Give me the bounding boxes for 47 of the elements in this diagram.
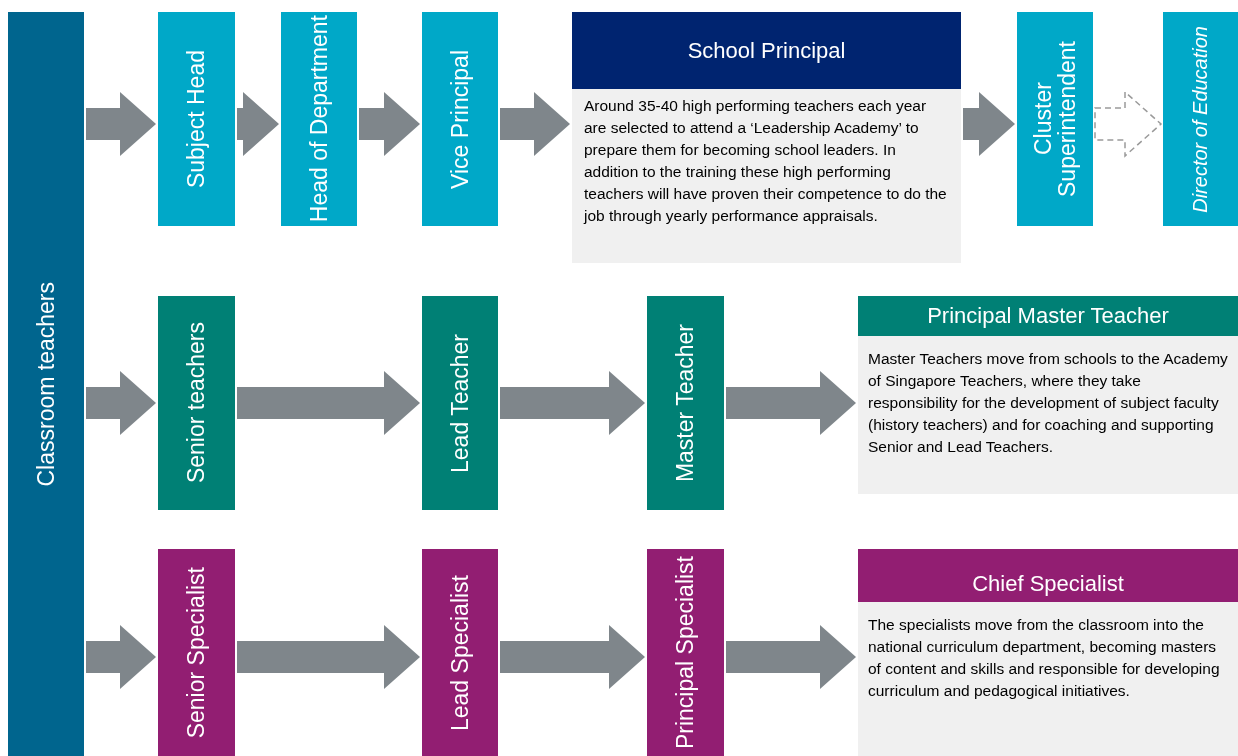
role-box — [647, 296, 724, 510]
block-arrow — [359, 92, 420, 156]
role-box — [281, 12, 357, 226]
role-box — [1163, 12, 1238, 226]
role-label: Master Teacher — [673, 323, 698, 483]
description-text: The specialists move from the classroom into the national curriculum department, becoming masters of content and skills and responsible for developing curriculum and pedagogical initiatives. — [867, 615, 1221, 701]
description-text: Master Teachers move from schools to the Academy of Singapore Teachers, where they take responsibility for the development of subject faculty (history teachers) and for coaching and supporting Senior and Lead Teachers. — [867, 349, 1229, 457]
role-label: Classroom teachers — [33, 281, 59, 487]
role-label: Vice Principal — [447, 49, 473, 189]
block-arrow — [726, 371, 856, 435]
card-heading: Principal Master Teacher — [858, 296, 1238, 336]
role-box — [158, 12, 235, 226]
block-arrow — [963, 92, 1015, 156]
role-box — [1017, 12, 1093, 226]
role-label: Principal Specialist — [673, 556, 698, 749]
role-box — [422, 12, 498, 226]
role-box — [422, 296, 498, 510]
vertical-bar — [8, 12, 84, 756]
role-label: Head of Department — [306, 15, 332, 223]
role-label: Lead Teacher — [447, 333, 473, 473]
role-box — [158, 549, 235, 756]
block-arrow — [726, 625, 856, 689]
description-text: Around 35-40 high performing teachers each year are selected to attend a ‘Leadership Academy’ to prepare them for becoming school leaders. In addition to the training these high performing teachers will have proven their competence to do the job through yearly performance appraisals. — [582, 96, 948, 226]
block-arrow — [500, 371, 645, 435]
role-label: Subject Head — [184, 49, 209, 189]
role-label: Lead Specialist — [447, 574, 473, 731]
card-heading: School Principal — [572, 12, 961, 89]
role-box — [647, 549, 724, 756]
card-heading: Chief Specialist — [858, 549, 1238, 602]
block-arrow — [86, 371, 156, 435]
role-card — [858, 296, 1238, 494]
block-arrow — [1094, 90, 1163, 158]
block-arrow — [500, 92, 570, 156]
role-card — [858, 549, 1238, 756]
role-box — [422, 549, 498, 756]
role-label: Director of Education — [1190, 25, 1211, 213]
role-label: Senior teachers — [184, 322, 209, 484]
block-arrow — [86, 92, 156, 156]
role-label: Cluster Superintendent — [1030, 40, 1080, 199]
role-label: Senior Specialist — [184, 566, 209, 739]
block-arrow — [237, 625, 420, 689]
role-box — [158, 296, 235, 510]
block-arrow — [237, 371, 420, 435]
role-card — [572, 12, 961, 263]
block-arrow — [500, 625, 645, 689]
block-arrow — [237, 92, 279, 156]
block-arrow — [86, 625, 156, 689]
